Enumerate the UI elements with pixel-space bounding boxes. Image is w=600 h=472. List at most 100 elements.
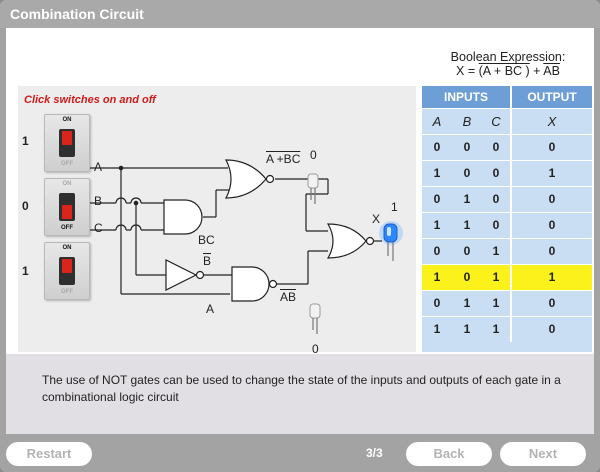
input-a-label: A	[94, 160, 103, 174]
switch-b-rocker	[59, 193, 75, 221]
switch-c[interactable]: ON OFF	[44, 242, 90, 300]
cell: 1	[482, 265, 512, 290]
input-c-label: C	[94, 221, 103, 235]
cell: 0	[548, 296, 556, 310]
boolean-heading: Boolean Expression:	[450, 50, 566, 64]
cell: 0	[482, 161, 512, 186]
switch-b-on-label: ON	[62, 181, 72, 187]
switch-b-off-label: OFF	[61, 225, 73, 231]
switch-c-rocker	[59, 257, 75, 285]
nand-gate-bubble	[268, 279, 278, 289]
window-title: Combination Circuit	[10, 6, 144, 22]
inputs-header: INPUTS	[422, 86, 512, 108]
led-top-value: 0	[310, 148, 317, 162]
page-indicator: 3/3	[366, 446, 383, 460]
junction-a	[118, 165, 124, 171]
switch-a-rocker	[59, 129, 75, 157]
wire-c-hop-2	[130, 224, 142, 231]
switch-a[interactable]: ON OFF	[44, 114, 90, 172]
cell: 0	[463, 244, 471, 258]
and-a-label: A	[206, 302, 215, 316]
cell: 1	[548, 270, 556, 284]
switch-c-on-label: ON	[62, 245, 72, 251]
cell: 1	[463, 192, 471, 206]
cell: 0	[482, 135, 512, 160]
and-bc-label: BC	[198, 233, 215, 247]
not-gate-b	[165, 259, 198, 291]
column-a: A	[432, 114, 442, 129]
led-bottom-icon	[309, 303, 321, 334]
output-x-label: X	[372, 212, 381, 226]
cell: 0	[433, 192, 441, 206]
switch-a-value: 1	[22, 134, 29, 148]
output-header: OUTPUT	[527, 90, 577, 104]
or-gate	[225, 159, 267, 199]
cell: 1	[433, 270, 441, 284]
formula-term-1: (A + BC )	[478, 64, 530, 78]
cell: 0	[463, 166, 471, 180]
not-b-label: B	[203, 254, 212, 268]
formula-term-2: AB	[543, 64, 560, 78]
next-button[interactable]: Next	[500, 442, 586, 466]
led-top-icon	[307, 173, 319, 204]
switch-b-red	[62, 205, 72, 219]
wire-b-hop-1	[115, 197, 127, 204]
cell: 1	[433, 166, 441, 180]
led-output-icon	[379, 221, 403, 261]
circuit-area: Click switches on and off 1 0 1 ON OFF O…	[18, 86, 416, 356]
cell: 0	[482, 213, 512, 238]
explanation-text: The use of NOT gates can be used to chan…	[42, 373, 561, 404]
not-gate-bubble	[195, 270, 205, 280]
cell: 1	[482, 291, 512, 316]
formula-lhs: X =	[456, 64, 479, 78]
restart-button[interactable]: Restart	[6, 442, 92, 466]
cell: 0	[548, 140, 556, 154]
truth-table-column-row: A B C X	[422, 108, 592, 134]
switch-c-red	[62, 259, 72, 273]
cell: 1	[463, 218, 471, 232]
final-gate-bubble	[365, 236, 375, 246]
nand-gate	[231, 266, 270, 302]
formula-plus: +	[529, 64, 544, 78]
cell: 1	[433, 218, 441, 232]
cell: 1	[463, 322, 471, 336]
boolean-formula: X = (A + BC ) + AB	[426, 64, 590, 78]
cell: 0	[548, 218, 556, 232]
switch-b[interactable]: ON OFF	[44, 178, 90, 236]
switch-a-off-label: OFF	[61, 161, 73, 167]
and-gate-bc	[163, 199, 203, 235]
cell: 0	[463, 270, 471, 284]
wire-c-hop-1	[115, 224, 127, 231]
switch-b-value: 0	[22, 199, 29, 213]
truth-table-header: INPUTS OUTPUT	[422, 86, 592, 108]
led-bottom-value: 0	[312, 342, 319, 356]
cell: 0	[433, 244, 441, 258]
cell: 0	[463, 140, 471, 154]
cell: 0	[433, 140, 441, 154]
instruction-text: Click switches on and off	[24, 94, 156, 106]
cell: 0	[548, 322, 556, 336]
boolean-expression: Boolean Expression: X = (A + BC ) + AB	[426, 50, 590, 78]
junction-b	[133, 200, 139, 206]
cell: 1	[463, 296, 471, 310]
switch-c-value: 1	[22, 264, 29, 278]
content-panel: Boolean Expression: X = (A + BC ) + AB C…	[6, 28, 594, 356]
explanation-panel: The use of NOT gates can be used to chan…	[6, 354, 594, 434]
switch-a-on-label: ON	[62, 117, 72, 123]
final-gate	[326, 223, 367, 259]
back-button[interactable]: Back	[406, 442, 492, 466]
column-c: C	[482, 109, 512, 134]
input-b-label: B	[94, 194, 103, 208]
or-gate-bubble	[265, 174, 275, 184]
title-bar: Combination Circuit	[0, 0, 600, 28]
cell: 1	[433, 322, 441, 336]
